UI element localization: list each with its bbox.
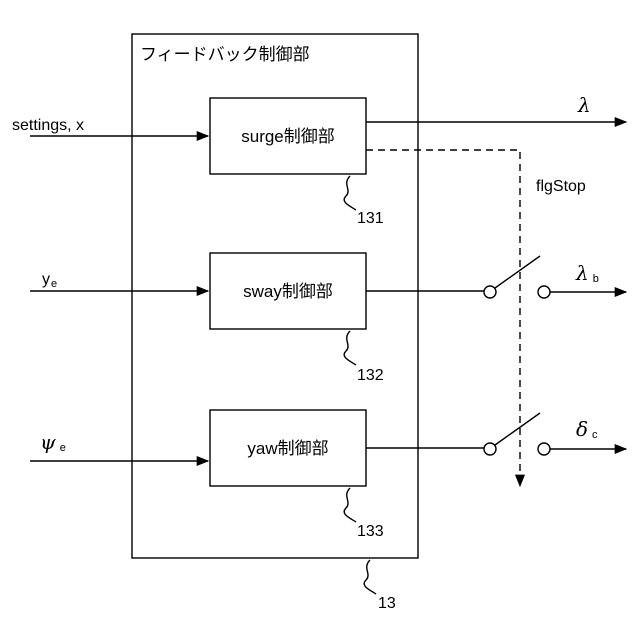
ref-133-label: 133 <box>357 523 384 540</box>
ref-132-label: 132 <box>357 367 384 384</box>
sway-switch-contact-right <box>538 286 550 298</box>
sway-control-label: sway制御部 <box>243 282 333 301</box>
ref-131-label: 131 <box>357 210 384 227</box>
input-ye-label: ye <box>42 271 57 290</box>
ref-133-leader <box>344 488 356 522</box>
yaw-control-label: yaw制御部 <box>247 439 328 458</box>
output-lambda-b-label: λb <box>575 261 599 285</box>
feedback-control-title: フィードバック制御部 <box>140 45 310 64</box>
sway-switch-blade <box>495 256 540 288</box>
output-delta-c-label: δc <box>576 417 598 441</box>
yaw-switch-blade <box>495 413 540 445</box>
surge-control-label: surge制御部 <box>241 127 335 146</box>
ref-13-leader <box>364 560 376 594</box>
input-psi-label: ψe <box>40 430 66 454</box>
yaw-switch-contact-right <box>538 443 550 455</box>
sway-switch-contact-left <box>484 286 496 298</box>
ref-132-leader <box>344 331 356 365</box>
yaw-switch-contact-left <box>484 443 496 455</box>
output-lambda-label: λ <box>577 93 591 117</box>
flgstop-dashed-line <box>366 150 520 486</box>
ref-131-leader <box>344 176 356 210</box>
flgstop-label: flgStop <box>536 178 586 195</box>
ref-13-label: 13 <box>378 595 396 612</box>
input-settings-label: settings, x <box>12 117 84 134</box>
